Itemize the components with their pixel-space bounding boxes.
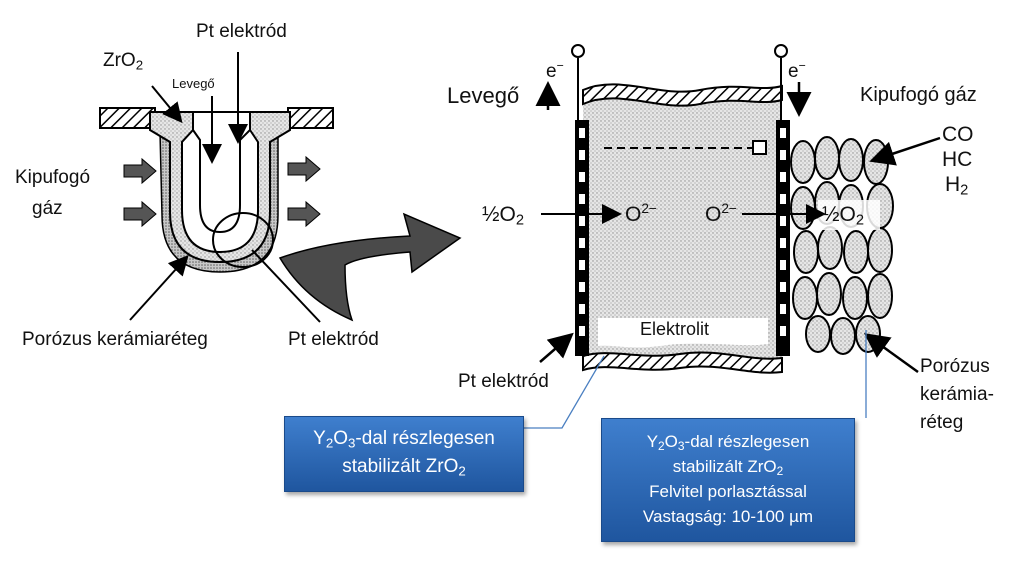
- terminal-right-icon: [774, 44, 788, 58]
- label-air-left: Levegő: [172, 76, 215, 91]
- zro2-thimble-shape: [149, 111, 291, 264]
- callout-left-connector: [524, 355, 605, 429]
- electrode-right: [776, 120, 790, 356]
- label-exhaust-left-1: Kipufogó: [15, 167, 91, 188]
- label-electron-left: e−: [546, 58, 564, 82]
- label-electron-right: e−: [788, 58, 806, 82]
- magnifier-circle: [212, 212, 274, 268]
- gas-arrow: [869, 136, 941, 166]
- callout-left-line-1: Y2O3-dal részlegesen: [313, 428, 495, 451]
- flow-arrow-out-1: [287, 155, 321, 183]
- flow-arrow-in-2: [123, 200, 157, 228]
- label-oxide-ion-right: O2−: [705, 201, 737, 226]
- leader-pt-right: [539, 332, 574, 363]
- terminal-left-icon: [571, 44, 585, 58]
- label-gas-hc: HC: [942, 148, 973, 171]
- porous-ceramic-pellets: [790, 136, 894, 355]
- small-square: [752, 140, 767, 155]
- mount-plate-right: [287, 107, 334, 129]
- flow-arrow-in-1: [123, 157, 157, 185]
- label-oxide-ion-left: O2−: [625, 201, 657, 226]
- left-sensor: [99, 52, 462, 323]
- label-exhaust-right: Kipufogó gáz: [860, 84, 977, 106]
- label-half-o2-left: ½O2: [482, 203, 525, 229]
- label-pt-electrode-bottom: Pt elektród: [288, 329, 379, 350]
- label-porous-right-1: Porózus: [920, 356, 990, 377]
- electrolyte-bottom-edge: [582, 351, 783, 374]
- callout-box-right: Y2O3-dal részlegesen stabilizált ZrO2 Fe…: [601, 418, 855, 542]
- electrolyte-body: [583, 98, 782, 359]
- right-cell: [535, 44, 941, 374]
- label-air-right: Levegő: [447, 83, 520, 108]
- label-porous-ceramic-left: Porózus kerámiaréteg: [22, 329, 208, 350]
- label-porous-right-2: kerámia-: [920, 384, 994, 405]
- callout-right-line-4: Vastagság: 10-100 µm: [642, 507, 814, 526]
- mount-plate-left: [99, 107, 156, 129]
- leader-zro2: [151, 85, 183, 124]
- label-exhaust-left-2: gáz: [32, 198, 63, 219]
- label-porous-right-3: réteg: [920, 412, 964, 433]
- electrode-left: [575, 120, 589, 356]
- label-gas-co: CO: [942, 123, 974, 146]
- label-pt-electrode-top: Pt elektród: [196, 21, 287, 42]
- leader-pt-bottom: [251, 249, 321, 323]
- label-electrolyte: Elektrolit: [640, 319, 710, 339]
- callout-right-line-3: Felvitel porlasztással: [649, 482, 807, 501]
- electrolyte-label-area: [598, 318, 768, 348]
- leader-porous-right: [863, 333, 919, 374]
- label-zro2: ZrO2: [103, 50, 144, 73]
- magnify-arrow: [278, 212, 462, 322]
- callout-left-line-2: stabilizált ZrO2: [342, 456, 466, 479]
- callout-right-line-2: stabilizált ZrO2: [672, 457, 784, 478]
- callout-box-left: Y2O3-dal részlegesen stabilizált ZrO2: [284, 416, 524, 492]
- flow-arrow-out-2: [287, 200, 321, 228]
- leader-porous: [129, 255, 189, 321]
- label-gas-h2: H2: [945, 173, 969, 199]
- label-half-o2-right: ½O2: [822, 203, 865, 229]
- callout-right-line-1: Y2O3-dal részlegesen: [646, 432, 810, 453]
- label-pt-electrode-right: Pt elektród: [458, 371, 549, 392]
